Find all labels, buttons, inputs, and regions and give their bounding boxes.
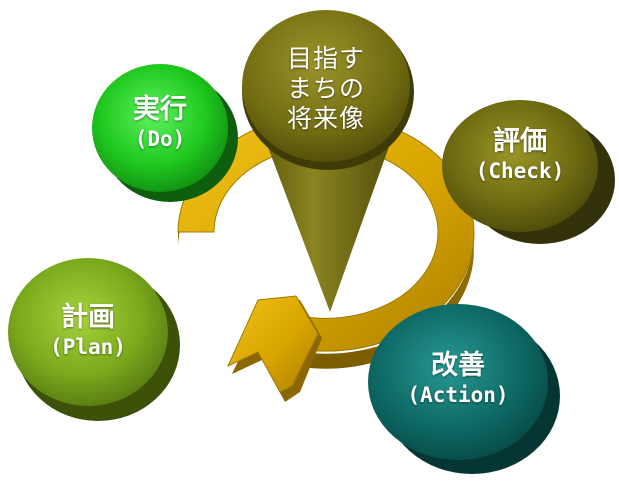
center-goal-shape <box>242 10 414 312</box>
node-do-shape <box>92 64 238 202</box>
node-plan-shape <box>8 258 180 421</box>
node-action-shape <box>368 304 560 474</box>
cycle-arrow-head <box>226 295 322 402</box>
node-check-shape <box>442 100 615 244</box>
